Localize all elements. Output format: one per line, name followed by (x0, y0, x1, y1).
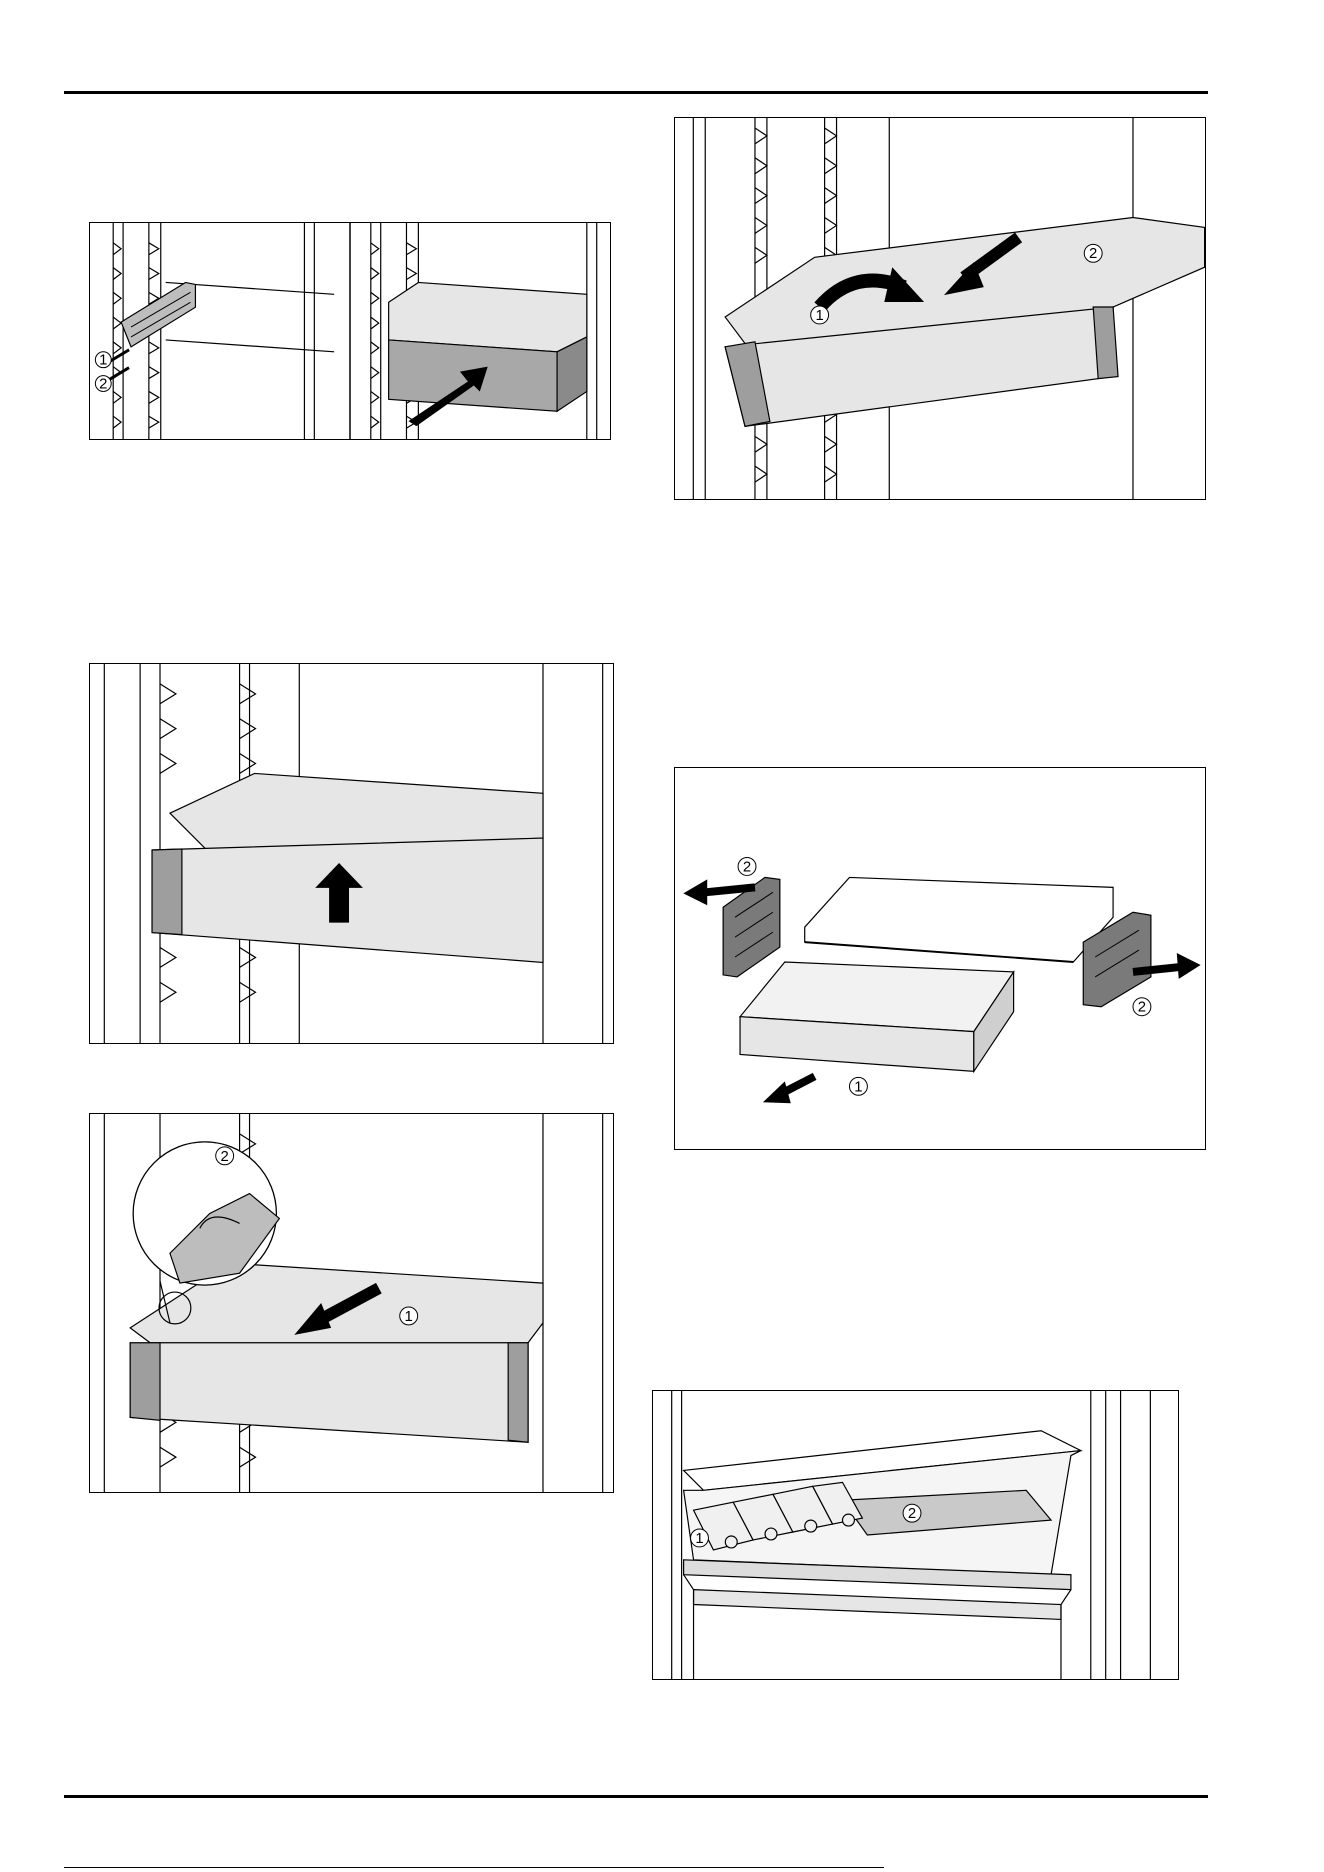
fig5-callout-1: 1 (854, 1078, 862, 1095)
fig4-callout-2: 2 (221, 1148, 229, 1165)
figure-4-drawer-remove: 2 1 (89, 1113, 614, 1493)
fig2-callout-2: 2 (1089, 245, 1097, 262)
figure-5-disassembly: 2 2 1 (674, 767, 1206, 1150)
figure-2-drawer-rotate: 1 2 (674, 117, 1206, 500)
fig5-callout-2a: 2 (743, 858, 751, 875)
top-rule (64, 91, 1208, 94)
figure-3-drawer-lift (89, 663, 614, 1044)
figure-2-illustration: 1 2 (675, 118, 1205, 499)
figure-1-drawer-insert: 1 2 (89, 222, 611, 440)
fig5-callout-2b: 2 (1138, 999, 1146, 1016)
fig1-callout-1: 1 (99, 353, 107, 369)
figure-1-illustration: 1 2 (90, 223, 610, 439)
fig1-callout-2: 2 (99, 376, 107, 392)
bottom-rule (64, 1795, 1208, 1798)
fig4-callout-1: 1 (405, 1308, 413, 1325)
fig6-callout-2: 2 (908, 1506, 916, 1522)
figure-5-illustration: 2 2 1 (675, 768, 1205, 1149)
fig2-callout-1: 1 (815, 307, 823, 324)
figure-6-bottle-shelf: 1 2 (652, 1390, 1179, 1680)
footer-line (64, 1867, 884, 1868)
figure-4-illustration: 2 1 (90, 1114, 613, 1492)
figure-6-illustration: 1 2 (653, 1391, 1178, 1679)
fig6-callout-1: 1 (695, 1531, 703, 1547)
figure-3-illustration (90, 664, 613, 1043)
